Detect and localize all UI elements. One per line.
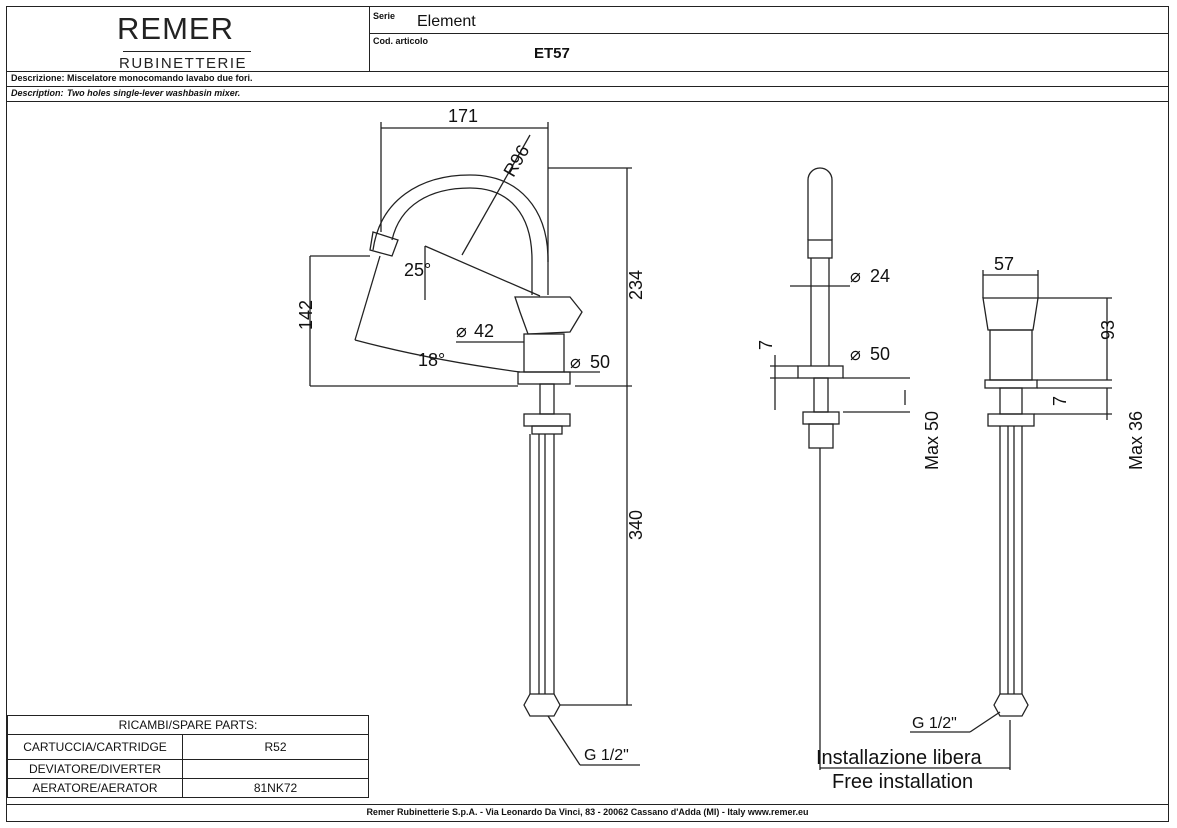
logo-rule [123, 51, 251, 52]
shank [539, 383, 555, 415]
dim-57: 57 [994, 254, 1014, 274]
drawing-sheet: REMER RUBINETTERIE Serie Element Cod. ar… [6, 6, 1169, 822]
dim-dia50-front: 50 [870, 344, 890, 364]
dim-18deg: 18° [418, 350, 445, 370]
dia-symbol: ⌀ [850, 344, 861, 364]
divider [7, 86, 1168, 87]
installation-it: Installazione libera [816, 747, 983, 769]
serie-value: Element [417, 13, 476, 30]
aerator-front [807, 239, 833, 259]
spare-code: 81NK72 [182, 778, 369, 798]
nut-front [802, 411, 840, 425]
serie-label: Serie [373, 11, 396, 21]
spout-outer [372, 174, 549, 295]
divider [7, 804, 1168, 805]
divider [369, 7, 370, 71]
shank-right [999, 387, 1023, 415]
dim-171: 171 [448, 106, 478, 126]
dim-g12-right: G 1/2" [912, 715, 957, 732]
descrizione-value: Miscelatore monocomando lavabo due fori. [67, 73, 253, 83]
divider [7, 101, 1168, 102]
spare-name: AERATORE/AERATOR [7, 778, 183, 798]
divider [369, 33, 1168, 34]
spares-title: RICAMBI/SPARE PARTS: [7, 715, 369, 735]
dim-142: 142 [296, 300, 316, 330]
dim-25deg: 25° [404, 260, 431, 280]
dia-symbol: ⌀ [850, 266, 861, 286]
code-value: ET57 [534, 45, 570, 62]
dim-dia24: 24 [870, 266, 890, 286]
mixer-body [523, 333, 565, 373]
body-right [989, 329, 1033, 381]
brand-logo-main: REMER [117, 11, 234, 46]
description-value: Two holes single-lever washbasin mixer. [67, 88, 241, 98]
lever-right [982, 297, 1039, 331]
shank-front [813, 377, 829, 413]
description-label: Description: [11, 88, 64, 98]
hose-nut-right [993, 693, 1029, 717]
hose-nut [523, 693, 561, 717]
installation-en: Free installation [832, 771, 973, 793]
dim-7-front: 7 [756, 340, 776, 350]
dim-max36: Max 36 [1126, 411, 1146, 470]
lever-body [514, 296, 583, 335]
washer [531, 425, 563, 435]
descrizione-label: Descrizione: [11, 73, 65, 83]
spout-inner [391, 187, 533, 295]
dia-symbol: ⌀ [456, 321, 467, 341]
spare-parts-table: RICAMBI/SPARE PARTS: CARTUCCIA/CARTRIDGE… [7, 715, 369, 798]
brand-logo-sub: RUBINETTERIE [119, 55, 248, 72]
dim-234: 234 [626, 270, 646, 300]
dim-93: 93 [1098, 320, 1118, 340]
nut-right [987, 413, 1035, 427]
base-flange [517, 371, 571, 385]
dia-symbol: ⌀ [570, 352, 581, 372]
dim-dia50-side: 50 [590, 352, 610, 372]
dim-dia42: 42 [474, 321, 494, 341]
code-label: Cod. articolo [373, 36, 429, 46]
base-right [984, 379, 1038, 389]
spare-code: R52 [182, 734, 369, 760]
dim-7-right: 7 [1050, 396, 1070, 406]
footer-address: Remer Rubinetterie S.p.A. - Via Leonardo… [366, 807, 809, 817]
dim-340: 340 [626, 510, 646, 540]
spout-front [807, 167, 833, 240]
dim-r96: R96 [500, 142, 534, 181]
washer-front [808, 423, 834, 449]
spare-name: CARTUCCIA/CARTRIDGE [7, 734, 183, 760]
base-front [797, 365, 844, 379]
aerator [369, 231, 399, 257]
dim-g12-side: G 1/2" [584, 747, 629, 764]
divider [7, 71, 1168, 72]
dim-max50: Max 50 [922, 411, 942, 470]
fixing-nut [523, 413, 571, 427]
